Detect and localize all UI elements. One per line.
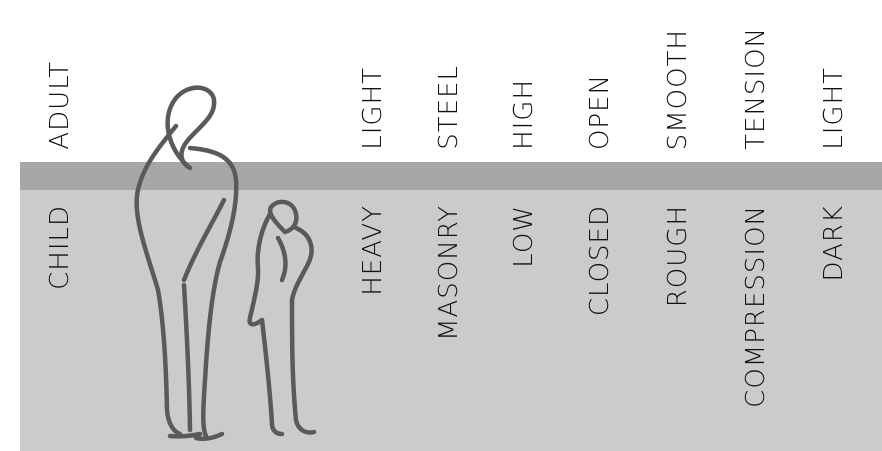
adult-inner-leg-stroke [184, 285, 190, 430]
child-figure-sketch [250, 202, 314, 434]
child-right-leg-stroke [292, 300, 314, 433]
adult-figure-sketch [137, 88, 237, 439]
child-head-stroke [270, 202, 296, 232]
child-left-body-stroke [250, 214, 270, 324]
child-arm-stroke [278, 238, 285, 280]
child-left-leg-stroke [262, 320, 282, 434]
child-right-body-stroke [292, 228, 312, 300]
adult-right-body-stroke [190, 148, 236, 436]
adult-left-body-stroke [137, 126, 180, 434]
